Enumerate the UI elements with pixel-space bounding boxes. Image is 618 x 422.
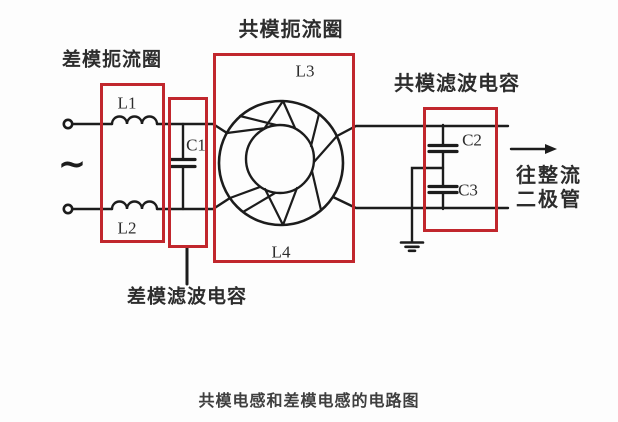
- cm-cap-box: [423, 107, 498, 232]
- capacitor-C2-label: C2: [462, 130, 482, 150]
- wire-top-right: [335, 124, 510, 138]
- ac-source-symbol: ~: [57, 144, 87, 184]
- diff-cap-label: 差模滤波电容: [126, 285, 248, 308]
- output-annotation-line1: 往整流: [516, 163, 582, 187]
- toroid-common-mode-choke-symbol: [217, 99, 345, 227]
- inductor-L2-label: L2: [117, 218, 137, 238]
- capacitor-C1-label: C1: [186, 135, 206, 155]
- diff-cap-box: [168, 97, 208, 248]
- input-terminal-top: [62, 118, 74, 130]
- output-annotation-line2: 二极管: [516, 187, 582, 211]
- figure-caption: 共模电感和差模电感的电路图: [198, 391, 420, 410]
- inductor-L2-symbol: [110, 200, 159, 211]
- input-terminal-bottom: [62, 203, 74, 215]
- capacitor-C1-symbol: [169, 122, 197, 211]
- inductor-L3-label: L3: [295, 61, 315, 81]
- ground-symbol: [399, 166, 445, 253]
- cm-choke-box: [213, 53, 355, 263]
- inductor-L4-label: L4: [271, 242, 291, 262]
- capacitor-C3-symbol: [427, 184, 459, 211]
- cm-cap-label: 共模滤波电容: [394, 71, 520, 95]
- output-arrow-icon: [509, 144, 557, 154]
- inductor-L1-symbol: [110, 115, 159, 126]
- wire-bottom-right: [331, 195, 510, 210]
- diff-choke-label: 差模扼流圈: [61, 48, 163, 71]
- capacitor-C3-label: C3: [458, 180, 478, 200]
- diff-choke-box: [100, 83, 165, 243]
- output-annotation: 往整流 二极管: [516, 163, 582, 211]
- cm-choke-label: 共模扼流圈: [238, 17, 344, 41]
- inductor-L1-label: L1: [117, 93, 137, 113]
